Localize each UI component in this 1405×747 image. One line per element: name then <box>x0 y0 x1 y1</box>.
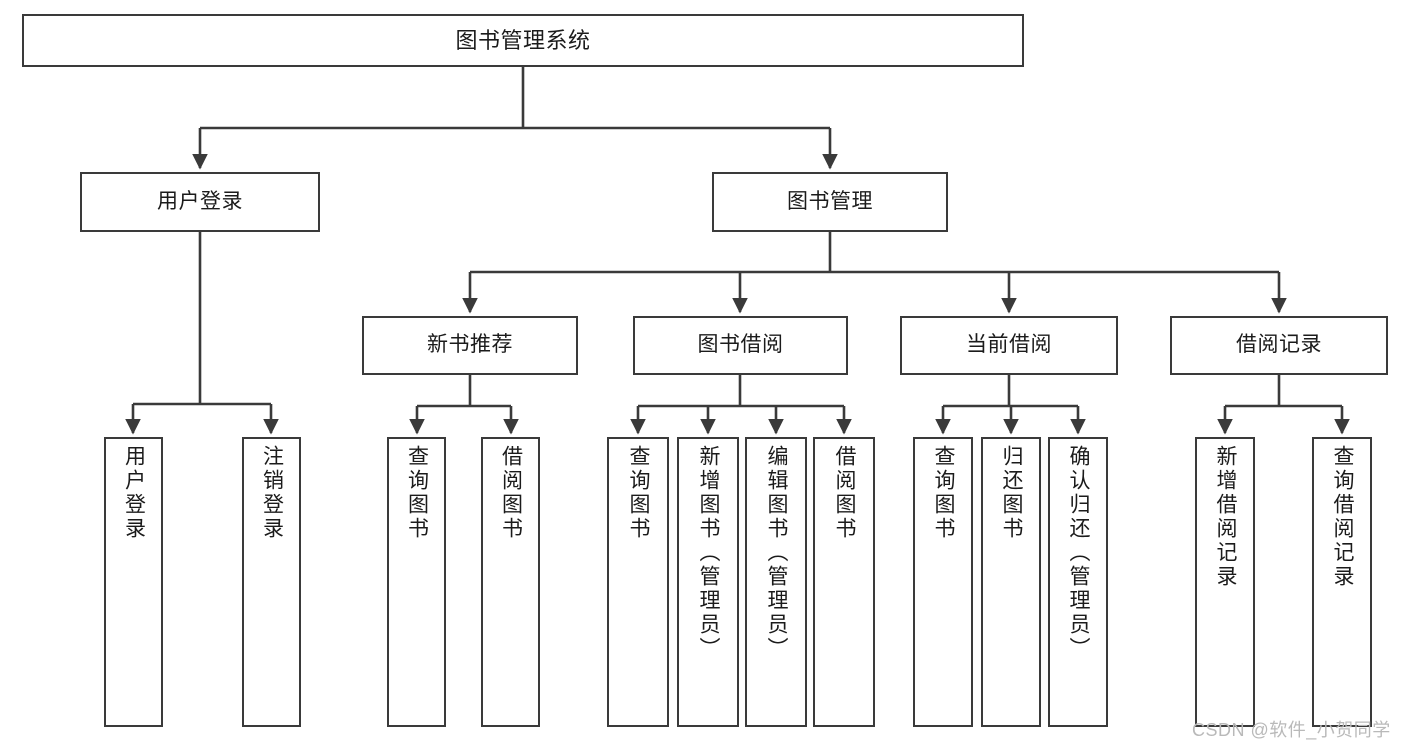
node-leaf-query-book-2[interactable]: 查询图书 <box>607 437 669 727</box>
node-leaf-user-logout[interactable]: 注销登录 <box>242 437 301 727</box>
node-user-login[interactable]: 用户登录 <box>80 172 320 232</box>
node-leaf-query-book-1[interactable]: 查询图书 <box>387 437 446 727</box>
node-leaf-user-login[interactable]: 用户登录 <box>104 437 163 727</box>
node-user-login-label: 用户登录 <box>157 189 243 213</box>
node-leaf-add-book[interactable]: 新增图书（管理员） <box>677 437 739 727</box>
node-leaf-add-record-label: 新增借阅记录 <box>1214 445 1238 589</box>
csdn-watermark: CSDN @软件_小贺同学 <box>1192 720 1391 740</box>
node-leaf-query-book-3[interactable]: 查询图书 <box>913 437 973 727</box>
node-leaf-return-book-label: 归还图书 <box>1000 445 1024 541</box>
node-new-book-recommend[interactable]: 新书推荐 <box>362 316 578 375</box>
node-leaf-query-book-1-label: 查询图书 <box>405 445 429 541</box>
node-leaf-edit-book[interactable]: 编辑图书（管理员） <box>745 437 807 727</box>
node-root-label: 图书管理系统 <box>455 27 591 53</box>
node-leaf-query-book-2-label: 查询图书 <box>627 445 651 541</box>
node-leaf-confirm-return-label: 确认归还（管理员） <box>1067 445 1091 661</box>
node-book-borrow[interactable]: 图书借阅 <box>633 316 848 375</box>
node-borrow-record-label: 借阅记录 <box>1236 333 1322 357</box>
node-leaf-query-book-3-label: 查询图书 <box>932 445 956 541</box>
node-leaf-add-record[interactable]: 新增借阅记录 <box>1195 437 1255 727</box>
node-borrow-record[interactable]: 借阅记录 <box>1170 316 1388 375</box>
node-leaf-user-login-label: 用户登录 <box>122 445 146 541</box>
node-root[interactable]: 图书管理系统 <box>22 14 1024 67</box>
node-leaf-add-book-label: 新增图书（管理员） <box>697 445 721 661</box>
node-book-borrow-label: 图书借阅 <box>697 333 784 357</box>
node-leaf-borrow-book-1[interactable]: 借阅图书 <box>481 437 540 727</box>
node-leaf-return-book[interactable]: 归还图书 <box>981 437 1041 727</box>
node-leaf-query-record-label: 查询借阅记录 <box>1331 445 1355 589</box>
node-new-book-recommend-label: 新书推荐 <box>427 333 513 357</box>
node-leaf-borrow-book-2-label: 借阅图书 <box>833 445 857 541</box>
node-leaf-confirm-return[interactable]: 确认归还（管理员） <box>1048 437 1108 727</box>
node-leaf-borrow-book-2[interactable]: 借阅图书 <box>813 437 875 727</box>
node-leaf-borrow-book-1-label: 借阅图书 <box>499 445 523 541</box>
node-current-borrow[interactable]: 当前借阅 <box>900 316 1118 375</box>
node-leaf-query-record[interactable]: 查询借阅记录 <box>1312 437 1372 727</box>
node-current-borrow-label: 当前借阅 <box>966 333 1052 357</box>
node-book-manage[interactable]: 图书管理 <box>712 172 948 232</box>
node-leaf-user-logout-label: 注销登录 <box>260 445 284 541</box>
node-leaf-edit-book-label: 编辑图书（管理员） <box>765 445 789 661</box>
node-book-manage-label: 图书管理 <box>787 189 873 213</box>
